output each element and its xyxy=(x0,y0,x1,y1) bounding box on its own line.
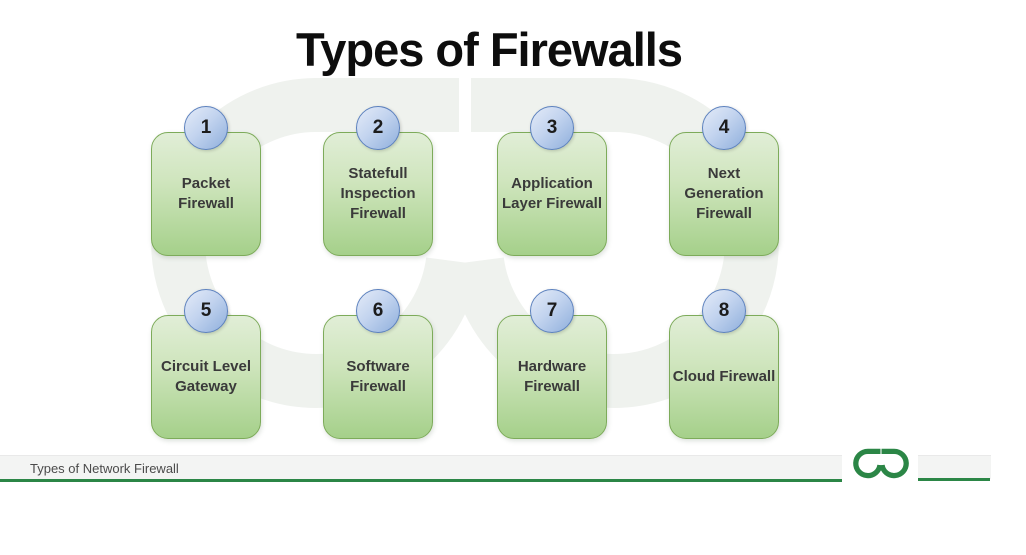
card-circuit-level-gateway: 5 Circuit Level Gateway xyxy=(151,289,261,441)
number-badge: 2 xyxy=(356,106,400,150)
card-label: Hardware Firewall xyxy=(517,358,587,395)
card-box: Application Layer Firewall xyxy=(497,132,607,256)
number-badge: 5 xyxy=(184,289,228,333)
card-box: Software Firewall xyxy=(323,315,433,439)
card-box: Next Generation Firewall xyxy=(669,132,779,256)
number-badge: 1 xyxy=(184,106,228,150)
card-number: 3 xyxy=(546,117,558,138)
footer-caption: Types of Network Firewall xyxy=(30,460,179,476)
card-cloud-firewall: 8 Cloud Firewall xyxy=(669,289,779,441)
card-label: Packet Firewall xyxy=(178,175,234,212)
footer-divider-right xyxy=(918,478,990,481)
card-number: 4 xyxy=(718,117,730,138)
card-statefull-inspection-firewall: 2 Statefull Inspection Firewall xyxy=(323,106,433,258)
card-label: Circuit Level Gateway xyxy=(160,358,252,395)
number-badge: 3 xyxy=(530,106,574,150)
card-label: Cloud Firewall xyxy=(672,368,776,385)
page-title: Types of Firewalls xyxy=(296,23,683,76)
card-label: Next Generation Firewall xyxy=(684,165,764,222)
card-box: Cloud Firewall xyxy=(669,315,779,439)
number-badge: 8 xyxy=(702,289,746,333)
card-label: Statefull Inspection Firewall xyxy=(340,165,416,222)
card-box: Circuit Level Gateway xyxy=(151,315,261,439)
card-label: Software Firewall xyxy=(346,358,410,395)
card-hardware-firewall: 7 Hardware Firewall xyxy=(497,289,607,441)
card-next-generation-firewall: 4 Next Generation Firewall xyxy=(669,106,779,258)
number-badge: 7 xyxy=(530,289,574,333)
number-badge: 4 xyxy=(702,106,746,150)
card-application-layer-firewall: 3 Application Layer Firewall xyxy=(497,106,607,258)
footer-divider-left xyxy=(0,479,842,482)
footer-caption-bar: Types of Network Firewall xyxy=(0,455,842,480)
card-number: 7 xyxy=(546,300,558,321)
card-number: 1 xyxy=(200,117,212,138)
geeksforgeeks-logo-icon xyxy=(853,448,909,479)
card-box: Packet Firewall xyxy=(151,132,261,256)
footer-bar-right-segment xyxy=(918,455,991,479)
card-packet-firewall: 1 Packet Firewall xyxy=(151,106,261,258)
card-number: 5 xyxy=(200,300,212,321)
card-software-firewall: 6 Software Firewall xyxy=(323,289,433,441)
card-number: 8 xyxy=(718,300,730,321)
card-box: Statefull Inspection Firewall xyxy=(323,132,433,256)
number-badge: 6 xyxy=(356,289,400,333)
card-number: 6 xyxy=(372,300,384,321)
card-label: Application Layer Firewall xyxy=(501,175,603,212)
card-number: 2 xyxy=(372,117,384,138)
card-box: Hardware Firewall xyxy=(497,315,607,439)
